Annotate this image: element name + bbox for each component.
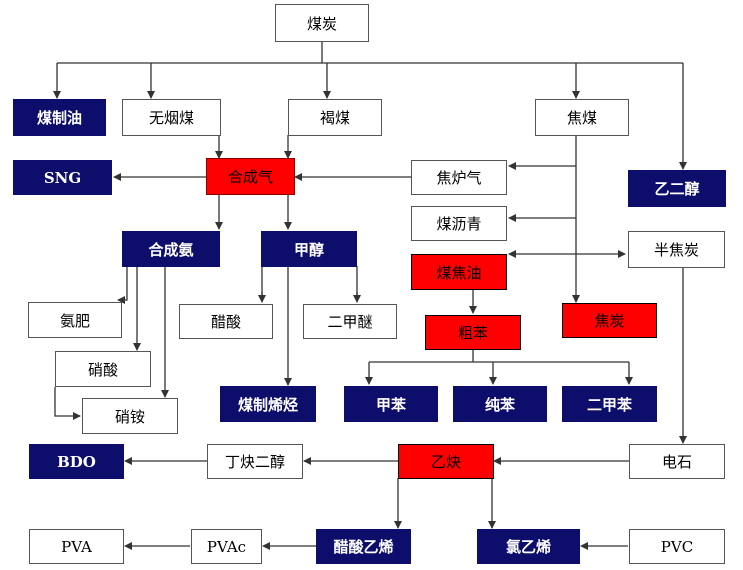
node-ammonia-fertilizer: 氨肥	[28, 302, 122, 338]
edge-coal-bus	[57, 42, 683, 64]
node-vinyl-chloride: 氯乙烯	[477, 529, 580, 564]
node-acetic-acid: 醋酸	[179, 304, 273, 339]
node-coal-tar: 煤焦油	[411, 254, 507, 290]
edge-nitric-nitrate	[54, 387, 81, 420]
node-semi-coke: 半焦炭	[628, 231, 725, 268]
node-coal-to-oil: 煤制油	[13, 99, 106, 136]
node-butynediol: 丁炔二醇	[207, 444, 303, 479]
edge-methanol-bus	[261, 266, 358, 297]
node-xylene: 二甲苯	[562, 386, 657, 422]
node-sng: SNG	[13, 160, 112, 195]
node-pvc: PVC	[629, 529, 725, 564]
node-ammonium-nitrate: 硝铵	[82, 398, 178, 434]
node-lignite: 褐煤	[288, 99, 382, 136]
node-vinyl-acetate: 醋酸乙烯	[316, 529, 411, 564]
node-methanol: 甲醇	[261, 231, 357, 267]
node-coal-to-olefin: 煤制烯烃	[220, 386, 316, 422]
node-syngas: 合成气	[206, 158, 295, 195]
node-pvac: PVAc	[191, 529, 262, 564]
node-acetylene: 乙炔	[398, 444, 494, 479]
node-coal: 煤炭	[275, 4, 369, 42]
node-dimethyl-ether: 二甲醚	[303, 304, 397, 339]
node-bdo: BDO	[29, 444, 124, 479]
node-nitric-acid: 硝酸	[55, 351, 151, 387]
node-coke-oven-gas: 焦炉气	[411, 160, 507, 195]
node-crude-benzene: 粗苯	[425, 315, 521, 350]
node-toluene: 甲苯	[344, 386, 438, 422]
edge-benzene-bus	[369, 350, 629, 363]
node-pva: PVA	[29, 529, 124, 564]
node-synthetic-ammonia: 合成氨	[122, 231, 220, 267]
node-coking-coal: 焦煤	[535, 99, 629, 136]
node-coal-tar-pitch: 煤沥青	[411, 206, 507, 241]
node-ethylene-glycol: 乙二醇	[628, 170, 726, 207]
edge-ammonia-fertilizer	[117, 266, 128, 304]
node-coke: 焦炭	[562, 303, 657, 338]
node-pure-benzene: 纯苯	[453, 386, 547, 422]
node-anthracite: 无烟煤	[122, 99, 221, 136]
node-calcium-carbide: 电石	[629, 444, 725, 479]
